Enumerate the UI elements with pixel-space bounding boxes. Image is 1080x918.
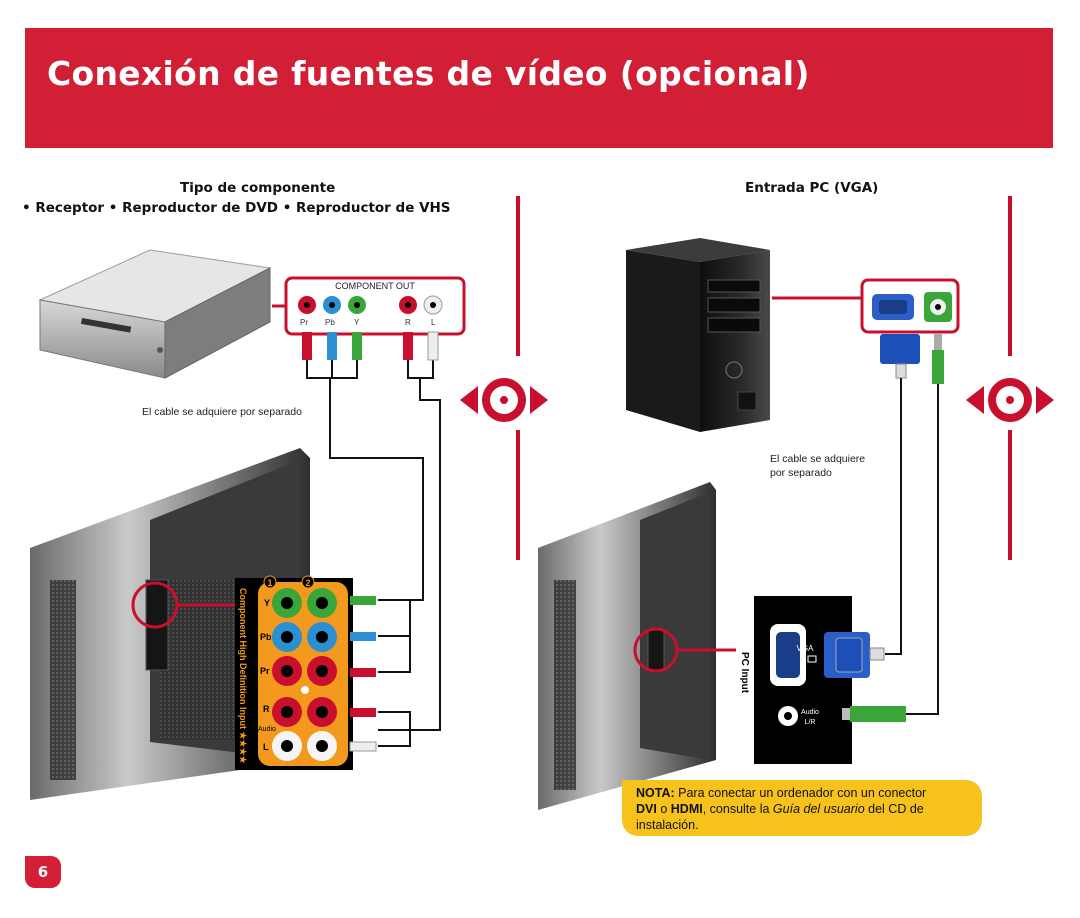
swivel-arrow-right [966,378,1054,422]
note-box: NOTA: Para conectar un ordenador con un … [622,780,982,836]
audio-sublabel: L/R [805,719,816,726]
vga-label: VGA [797,644,815,653]
note-label: NOTA: [636,786,675,800]
row-label-audio: Audio [258,726,276,733]
divider-line-bottom [516,430,520,560]
component-out-panel [284,276,466,336]
input-number-1: 1 [267,578,272,588]
divider-line-right-bottom [1008,430,1012,560]
note-o: o [660,802,668,816]
note-text: NOTA: Para conectar un ordenador con un … [636,785,974,833]
pc-input-panel [736,596,852,764]
divider-line-top [516,196,520,356]
divider-line-right-top [1008,196,1012,356]
swivel-arrow-left [460,378,548,422]
input-number-2: 2 [305,578,310,588]
component-input-plugs [349,596,377,752]
component-input-panel [235,575,353,770]
page-title: Conexión de fuentes de vídeo (opcional) [47,54,810,93]
note-hdmi: HDMI [670,802,703,816]
component-out-label-r: R [405,318,411,327]
component-out-title: COMPONENT OUT [335,281,415,291]
row-label-pb: Pb [260,632,272,642]
pc-input-heading: Entrada PC (VGA) [745,180,879,196]
panel-input-number-1: 1 [267,578,272,588]
component-panel-label: Component High Definition Input ★★★★ [238,588,248,765]
row-label-l: L [263,742,269,752]
tv-back-right [538,482,736,810]
pc-port-panel [860,278,960,334]
note-text-1: Para conectar un ordenador con un conect… [678,786,927,800]
note-guide: Guía del usuario [772,802,865,816]
component-out-label-l: L [431,318,436,327]
vga-connector-plugged [824,632,906,722]
component-out-label-y: Y [354,318,360,327]
page-number: 6 [25,856,61,888]
component-plugs [302,331,439,361]
component-out-label-pr: Pr [300,318,308,327]
vga-cable-plugs [880,334,944,715]
note-text-2: , consulte la [702,802,770,816]
row-label-y: Y [264,598,270,608]
component-heading: Tipo de componente [180,180,336,196]
audio-label: Audio [801,709,819,716]
row-label-r: R [263,704,270,714]
receiver-device [38,249,272,379]
row-label-pr: Pr [260,666,270,676]
note-text-3: del CD de instalación. [636,802,924,832]
component-out-label-pb: Pb [325,318,335,327]
title-banner: Conexión de fuentes de vídeo (opcional) [25,28,1053,148]
pc-input-label: PC Input [739,652,750,694]
note-dvi: DVI [636,802,657,816]
panel-input-number-2: 2 [305,578,310,588]
pc-tower [626,238,770,432]
right-cable-note-1: El cable se adquiere [770,453,866,465]
device-list: • Receptor • Reproductor de DVD • Reprod… [22,200,451,216]
component-cables [306,360,441,747]
right-cable-note-2: por separado [770,467,832,479]
left-cable-note: El cable se adquiere por separado [142,406,302,418]
